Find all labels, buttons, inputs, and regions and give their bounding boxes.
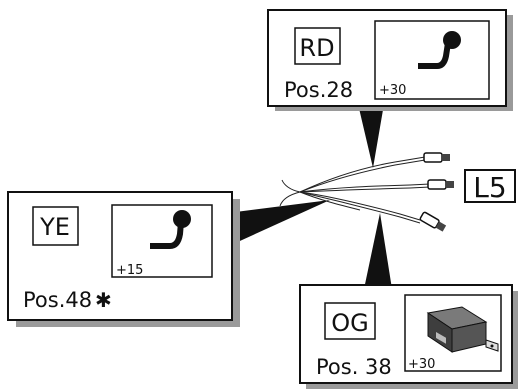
rd-terminal: +30 — [379, 83, 406, 98]
og-position: Pos. 38 — [316, 355, 392, 379]
connector-label-text: L5 — [473, 171, 506, 204]
hook-wire-icon — [150, 210, 191, 249]
plug-connector-1 — [423, 152, 450, 163]
callout-ye: YE +15 Pos.48 ✱ — [7, 191, 240, 327]
og-terminal: +30 — [408, 357, 435, 372]
callout-rd: RD Pos.28 +30 — [267, 9, 513, 111]
rd-color-code: RD — [299, 34, 334, 62]
ye-pointer — [220, 200, 330, 250]
wire-harness — [279, 156, 431, 224]
rd-icon-frame — [374, 20, 490, 100]
connector-label-l5: L5 — [464, 169, 516, 204]
ye-asterisk: ✱ — [95, 288, 112, 312]
plug-connector-3 — [419, 211, 447, 232]
og-pointer — [364, 213, 392, 289]
plug-connector-2 — [427, 179, 454, 190]
ye-color-code: YE — [39, 213, 70, 241]
callout-og: OG Pos. 38 +30 — [299, 284, 518, 389]
rd-pointer — [358, 104, 384, 168]
og-color-code: OG — [331, 309, 369, 337]
ye-icon-frame — [111, 204, 213, 278]
relay-module-icon — [426, 306, 499, 353]
ye-position: Pos.48 — [23, 288, 92, 312]
ye-terminal: +15 — [116, 263, 143, 278]
rd-position: Pos.28 — [284, 78, 353, 102]
hook-wire-icon — [418, 31, 461, 69]
